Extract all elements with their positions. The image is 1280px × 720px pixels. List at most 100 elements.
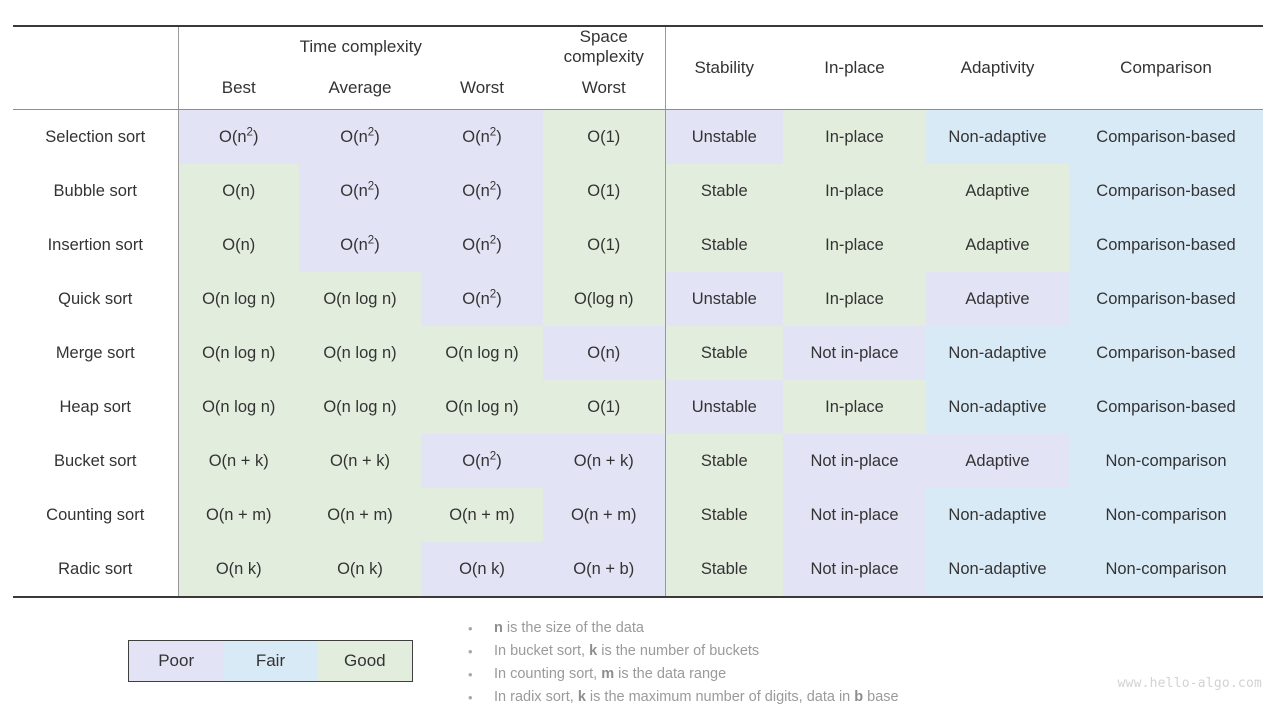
cell-average: O(n log n) [299,272,421,326]
cell-stability: Stable [664,326,783,380]
footnote-text: n is the size of the data [494,620,644,636]
group-header-time-complexity: Time complexity [177,27,543,67]
col-header-best: Best [177,67,299,110]
cell-comparison: Non-comparison [1069,434,1263,488]
cell-worst: O(n2) [421,164,543,218]
bullet-icon: • [468,690,473,705]
row-label-radic-sort: Radic sort [13,542,178,597]
table-header: Time complexity Space complexity Stabili… [13,25,1263,110]
cell-stability: Stable [664,488,783,542]
group-header-blank [13,27,178,67]
cell-adaptivity: Adaptive [926,434,1069,488]
cell-comparison: Comparison-based [1069,272,1263,326]
legend-item-poor: Poor [129,641,224,681]
bullet-icon: • [468,644,473,659]
cell-in_place: In-place [783,164,926,218]
cell-best: O(n) [177,164,299,218]
row-label-insertion-sort: Insertion sort [13,218,178,272]
col-header-worst-space: Worst [543,67,665,110]
cell-worst: O(n k) [421,542,543,597]
row-label-selection-sort: Selection sort [13,109,178,164]
sub-header-row: Best Average Worst Worst [13,67,1263,110]
legend-item-fair: Fair [223,641,318,681]
cell-average: O(n2) [299,218,421,272]
cell-comparison: Non-comparison [1069,542,1263,597]
cell-in_place: In-place [783,272,926,326]
cell-space: O(1) [543,380,665,434]
cell-adaptivity: Non-adaptive [926,488,1069,542]
cell-space: O(1) [543,164,665,218]
cell-in_place: In-place [783,380,926,434]
cell-in_place: In-place [783,218,926,272]
cell-best: O(n) [177,218,299,272]
comparison-table: Time complexity Space complexity Stabili… [13,25,1263,599]
cell-comparison: Non-comparison [1069,488,1263,542]
cell-comparison: Comparison-based [1069,218,1263,272]
footnote-text: In bucket sort, k is the number of bucke… [494,643,760,659]
cell-space: O(log n) [543,272,665,326]
row-label-merge-sort: Merge sort [13,326,178,380]
footnote-item: • In bucket sort, k is the number of buck… [468,641,1068,662]
cell-best: O(n log n) [177,380,299,434]
cell-worst: O(n2) [421,109,543,164]
cell-space: O(1) [543,218,665,272]
cell-best: O(n2) [177,109,299,164]
cell-worst: O(n + m) [421,488,543,542]
cell-in_place: Not in-place [783,326,926,380]
row-label-heap-sort: Heap sort [13,380,178,434]
col-header-stability: Stability [664,27,783,110]
row-label-bubble-sort: Bubble sort [13,164,178,218]
cell-comparison: Comparison-based [1069,326,1263,380]
cell-average: O(n log n) [299,326,421,380]
cell-in_place: Not in-place [783,434,926,488]
cell-average: O(n2) [299,164,421,218]
footnotes-list: •n is the size of the data•In bucket sor… [468,618,1068,710]
cell-stability: Stable [664,218,783,272]
cell-worst: O(n log n) [421,326,543,380]
footnote-text: In counting sort, m is the data range [494,666,727,682]
footnote-item: • In radix sort, k is the maximum number … [468,687,1068,708]
cell-in_place: In-place [783,109,926,164]
cell-adaptivity: Non-adaptive [926,109,1069,164]
cell-in_place: Not in-place [783,542,926,597]
cell-adaptivity: Adaptive [926,218,1069,272]
group-header-space-complexity: Space complexity [563,27,644,66]
row-label-counting-sort: Counting sort [13,488,178,542]
col-header-comparison: Comparison [1069,27,1263,110]
cell-best: O(n log n) [177,326,299,380]
site-watermark: www.hello-algo.com [1117,676,1262,691]
col-header-adaptivity: Adaptivity [926,27,1069,110]
cell-space: O(n + m) [543,488,665,542]
cell-worst: O(n log n) [421,380,543,434]
table-footer [13,596,1263,599]
footnote-item: •n is the size of the data [468,618,1068,639]
cell-stability: Unstable [664,272,783,326]
row-label-bucket-sort: Bucket sort [13,434,178,488]
cell-best: O(n log n) [177,272,299,326]
cell-stability: Stable [664,542,783,597]
sub-header-blank [13,67,178,110]
footnote-text: In radix sort, k is the maximum number o… [494,689,899,705]
cell-adaptivity: Adaptive [926,272,1069,326]
cell-in_place: Not in-place [783,488,926,542]
cell-space: O(n + b) [543,542,665,597]
col-header-in-place: In-place [783,27,926,110]
table-bottom-rule [13,596,1263,599]
cell-adaptivity: Adaptive [926,164,1069,218]
comparison-table-container: Time complexity Space complexity Stabili… [13,25,1263,599]
cell-comparison: Comparison-based [1069,380,1263,434]
cell-space: O(1) [543,109,665,164]
cell-stability: Unstable [664,109,783,164]
cell-average: O(n + k) [299,434,421,488]
cell-best: O(n + m) [177,488,299,542]
